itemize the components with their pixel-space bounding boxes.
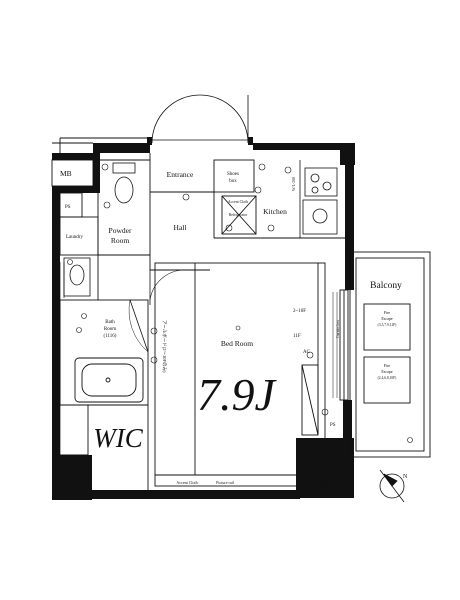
area-label: 7.9J — [197, 369, 278, 420]
powder-room-label-1: Powder — [109, 226, 132, 235]
accent-cloth-kitchen-label: Accent Cloth — [228, 200, 248, 204]
ps-right-label: PS — [330, 423, 336, 428]
compass-north-label: N — [403, 474, 408, 480]
ceiling-note-2: 11F — [293, 334, 301, 339]
bath-size-label: (1116) — [104, 334, 117, 339]
outer-walls — [52, 143, 355, 500]
sink-icon — [302, 199, 338, 235]
refrigerator-label: Refrigerator — [229, 213, 248, 217]
ceiling-note-1: 2~10F — [293, 309, 306, 314]
door-jamb-left — [147, 137, 152, 145]
shoe-box-label-1: Shoes — [227, 172, 239, 177]
fire-escape-1-line3: (3,5,7,9,11F) — [378, 323, 397, 328]
vertical-note-label: アールボード(2～10Fのみ) — [161, 320, 168, 373]
wall-hatch — [59, 262, 65, 455]
bedroom-door-swing — [149, 269, 186, 301]
bathtub-icon — [74, 357, 144, 403]
compass-icon — [379, 469, 405, 503]
ps-left-label: PS — [65, 205, 71, 210]
bed-room-label: Bed Room — [221, 339, 253, 348]
thin-walls — [51, 137, 431, 490]
laundry-label: Laundry — [66, 235, 83, 240]
fire-escape-1-line2: Escape — [381, 316, 393, 321]
bath-room-label-1: Bath — [105, 320, 115, 325]
washbasin-icon — [63, 257, 91, 297]
kitchen-label: Kitchen — [263, 207, 287, 216]
entrance-door-swing — [151, 94, 250, 144]
bath-door — [129, 299, 149, 353]
fixtures — [67, 163, 413, 443]
powder-room-label-2: Room — [111, 236, 130, 245]
accent-cloth-bottom-label: Accent Cloth — [176, 480, 197, 485]
fire-escape-2-line3: (2,4,6,8,10F) — [378, 376, 398, 381]
balcony-label: Balcony — [370, 281, 402, 291]
picture-rail-label: Picture rail — [216, 480, 235, 485]
fire-escape-2-line1: Fire — [384, 363, 391, 368]
fire-escape-2-line2: Escape — [381, 369, 393, 374]
bath-door-swing — [128, 299, 149, 353]
curtain-box — [332, 292, 338, 398]
curtain-box-label: Curtain box — [336, 320, 340, 338]
hall-label: Hall — [174, 223, 187, 232]
bath-room-label-2: Room — [104, 327, 116, 332]
ac-label: AC — [303, 350, 311, 355]
toilet-icon — [112, 162, 136, 204]
mb-label: MB — [60, 169, 72, 178]
entrance-label: Entrance — [167, 170, 194, 179]
wic-label: WIC — [93, 423, 143, 453]
shoe-box-label-2: box — [229, 179, 237, 184]
door-jamb-right — [248, 137, 253, 145]
wall-note-label: W/L-200 — [292, 177, 296, 191]
cooktop-icon — [304, 167, 338, 197]
fire-escape-1-line1: Fire — [384, 310, 391, 315]
